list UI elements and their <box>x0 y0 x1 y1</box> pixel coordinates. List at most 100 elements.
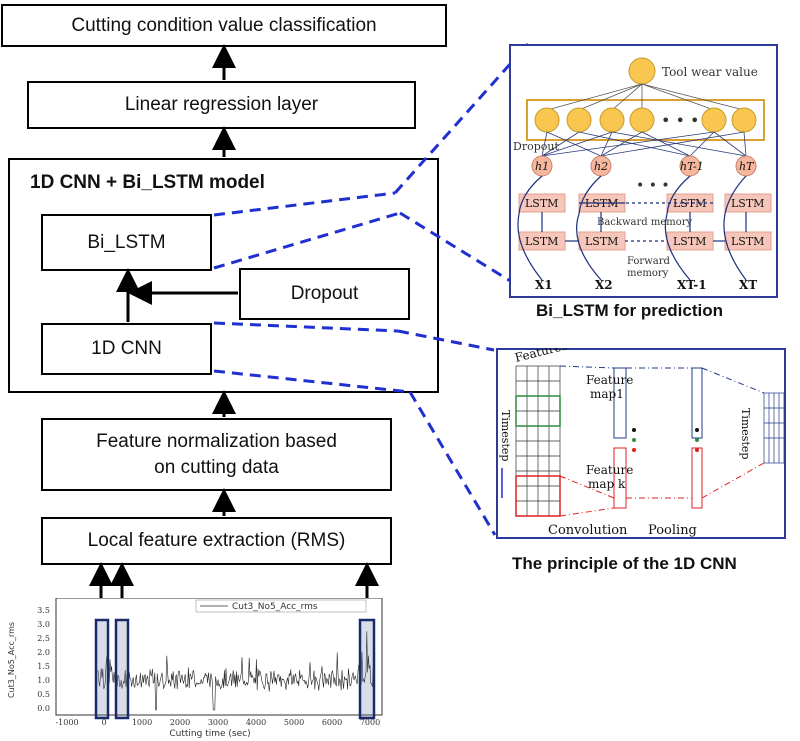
lstm-cell-backward <box>724 193 772 213</box>
backward-memory-label: Backward memory <box>597 217 693 228</box>
svg-text:7000: 7000 <box>360 718 380 727</box>
svg-text:0.0: 0.0 <box>37 704 50 713</box>
regression-label: Linear regression layer <box>124 94 319 116</box>
kernel-red <box>515 475 561 517</box>
svg-text:4000: 4000 <box>246 718 266 727</box>
bilstm-diagram: Tool wear value • • • Dropout h1 h2 hT-1… <box>509 44 778 298</box>
lstm-label: LSTM <box>673 235 706 248</box>
hT-1-label: hT-1 <box>680 160 704 173</box>
output-label: Tool wear value <box>662 65 758 79</box>
rms-signal-chart: Cut3_No5_Acc_rms 0.0 0.5 1.0 1.5 2.0 2.5… <box>7 598 383 738</box>
output-node <box>628 57 656 85</box>
legend-box <box>195 599 367 613</box>
dropout-label: Dropout <box>290 283 359 305</box>
loop-arrow <box>517 175 543 281</box>
h2-label: h2 <box>594 160 608 173</box>
regression-box: Linear regression layer <box>27 81 416 129</box>
dashed-link-cnn-bottom-b <box>408 391 497 536</box>
loop-arrow <box>576 175 602 281</box>
convolution-label: Convolution <box>548 523 628 538</box>
hT-label: hT <box>739 160 755 173</box>
normalization-box: Feature normalization based on cutting d… <box>41 418 392 491</box>
y-axis-label: Cut3_No5_Acc_rms <box>7 622 16 698</box>
h-ellipsis: • • • <box>636 178 670 194</box>
svg-text:0: 0 <box>101 718 106 727</box>
svg-text:1.0: 1.0 <box>37 676 50 685</box>
x-axis-label: Cutting time (sec) <box>169 729 250 738</box>
window-highlight-1 <box>94 618 110 720</box>
y-tick-labels: 0.0 0.5 1.0 1.5 2.0 2.5 3.0 3.5 <box>37 606 50 713</box>
timestep-label-right: Timestep <box>739 408 752 459</box>
dropout-text: Dropout <box>513 140 559 153</box>
timestep-label-left: Timestep <box>499 410 512 461</box>
cnn-diagram: Features Timestep Feature map1 Feature m… <box>496 348 786 539</box>
cnn-box: 1D CNN <box>41 323 212 375</box>
xT-1-label: XT-1 <box>677 278 707 292</box>
loop-arrow <box>723 175 747 281</box>
xT-label: XT <box>739 278 757 292</box>
window-highlight-3 <box>358 618 376 720</box>
svg-text:1.5: 1.5 <box>37 662 50 671</box>
svg-text:-1000: -1000 <box>55 718 78 727</box>
svg-text:0.5: 0.5 <box>37 690 50 699</box>
svg-text:1000: 1000 <box>132 718 152 727</box>
dense-ellipsis: • • • <box>661 111 699 130</box>
cnn-label: 1D CNN <box>91 338 162 360</box>
forward-memory-label-2: memory <box>627 268 669 279</box>
conv-link-red <box>559 507 615 517</box>
feature-mapk-label-1: Feature <box>586 463 633 477</box>
lstm-label: LSTM <box>731 197 764 210</box>
svg-text:3.0: 3.0 <box>37 620 50 629</box>
extraction-box: Local feature extraction (RMS) <box>41 517 392 565</box>
conv-link-blue <box>559 365 615 369</box>
x2-label: X2 <box>595 278 613 292</box>
feature-map1-label-1: Feature <box>586 373 633 387</box>
x-tick-labels: -1000 0 1000 2000 3000 4000 5000 6000 70… <box>55 718 380 727</box>
bilstm-label: Bi_LSTM <box>87 231 166 253</box>
dense-node <box>566 107 592 133</box>
feature-map1-label-2: map1 <box>590 387 624 401</box>
h1-label: h1 <box>535 160 549 173</box>
feature-map-1 <box>613 367 627 439</box>
feature-map-k <box>613 447 627 509</box>
legend-label: Cut3_No5_Acc_rms <box>232 602 318 612</box>
rms-signal-trace <box>97 631 374 711</box>
dropout-box: Dropout <box>239 268 410 320</box>
bilstm-box: Bi_LSTM <box>41 214 212 271</box>
feature-map-dots <box>632 428 699 452</box>
svg-text:2.0: 2.0 <box>37 648 50 657</box>
dense-node <box>701 107 727 133</box>
dense-node <box>534 107 560 133</box>
dense-layer-frame <box>526 99 765 141</box>
feature-mapk-label-2: map k <box>588 477 626 491</box>
forward-memory-label-1: Forward <box>627 256 670 267</box>
lstm-label: LSTM <box>673 197 706 210</box>
lstm-label: LSTM <box>525 235 558 248</box>
plot-frame <box>55 598 383 716</box>
lstm-label: LSTM <box>585 235 618 248</box>
classification-box: Cutting condition value classification <box>1 4 447 47</box>
out-link-blue <box>701 367 765 394</box>
bilstm-panel-border <box>509 44 778 298</box>
classification-label: Cutting condition value classification <box>71 14 377 36</box>
cnn-panel-border <box>496 348 786 539</box>
out-link-red <box>701 462 765 499</box>
loop-arrow <box>664 175 691 281</box>
kernel-green <box>515 395 561 427</box>
svg-text:2.5: 2.5 <box>37 634 50 643</box>
extraction-label: Local feature extraction (RMS) <box>87 530 346 552</box>
normalization-label-line2: on cutting data <box>154 456 279 478</box>
svg-text:2000: 2000 <box>170 718 190 727</box>
svg-text:3000: 3000 <box>208 718 228 727</box>
conv-link-red <box>559 475 615 499</box>
bilstm-panel-caption: Bi_LSTM for prediction <box>536 301 723 320</box>
dense-node <box>599 107 625 133</box>
svg-text:3.5: 3.5 <box>37 606 50 615</box>
output-feature-grid <box>763 392 785 464</box>
pooling-label: Pooling <box>648 523 697 538</box>
cnn-panel-caption: The principle of the 1D CNN <box>512 554 737 573</box>
lstm-label: LSTM <box>731 235 764 248</box>
svg-text:6000: 6000 <box>322 718 342 727</box>
model-title: 1D CNN + Bi_LSTM model <box>30 172 265 193</box>
lstm-label: LSTM <box>525 197 558 210</box>
